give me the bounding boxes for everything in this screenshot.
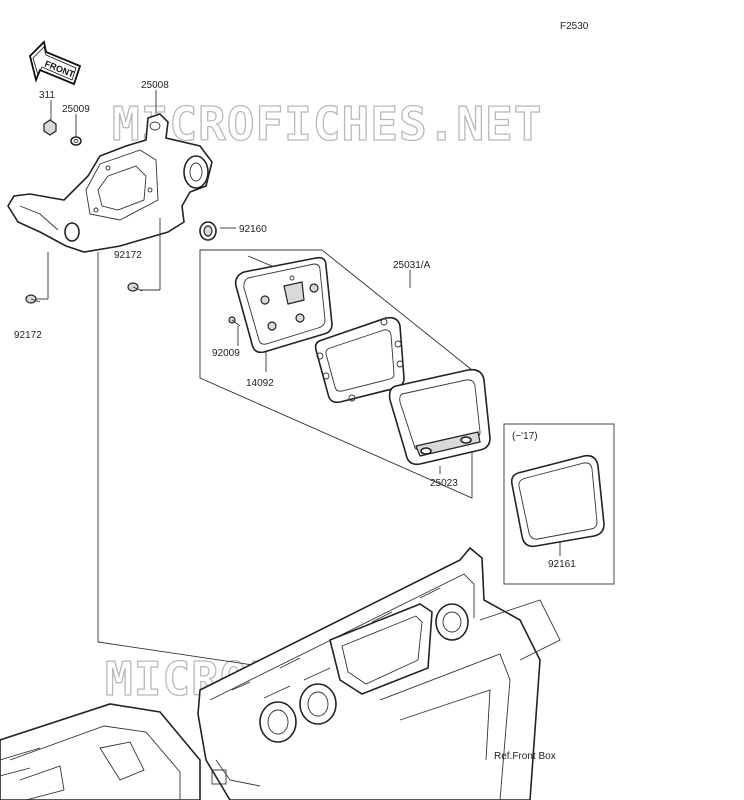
meter-seal-92161 — [510, 454, 605, 548]
bolt-92172-right-icon — [127, 282, 143, 292]
screw-92009-icon — [228, 316, 241, 327]
part-label-92172-left: 92172 — [14, 330, 42, 341]
part-label-14092: 14092 — [246, 378, 274, 389]
part-label-25023: 25023 — [430, 478, 458, 489]
figure-code: F2530 — [560, 21, 589, 32]
part-label-92161: 92161 — [548, 559, 576, 570]
dashboard-front-box — [197, 546, 561, 800]
part-label-92172-right: 92172 — [114, 250, 142, 261]
assembly-group-outline — [199, 249, 473, 499]
part-label-25008: 25008 — [141, 80, 169, 91]
meter-cover-14092 — [234, 256, 333, 354]
grommet-92160-icon — [199, 221, 217, 241]
part-label-311: 311 — [39, 90, 55, 101]
part-label-25031-a: 25031/A — [393, 260, 431, 271]
part-label-25009: 25009 — [62, 104, 90, 115]
bolt-92172-left-icon — [25, 294, 41, 304]
washer-25009-icon — [70, 136, 82, 146]
part-label-92160: 92160 — [239, 224, 267, 235]
bracket-25008 — [7, 113, 213, 253]
ref-front-box-label: Ref.Front Box — [494, 751, 556, 762]
part-label-92009: 92009 — [212, 348, 240, 359]
inset-box — [503, 423, 615, 585]
nut-311-icon — [43, 119, 57, 136]
inset-note: (~'17) — [512, 431, 538, 442]
front-arrow-icon: FRONT — [29, 40, 82, 86]
frame-structure — [0, 703, 201, 800]
meter-assembly-25023 — [388, 368, 491, 466]
